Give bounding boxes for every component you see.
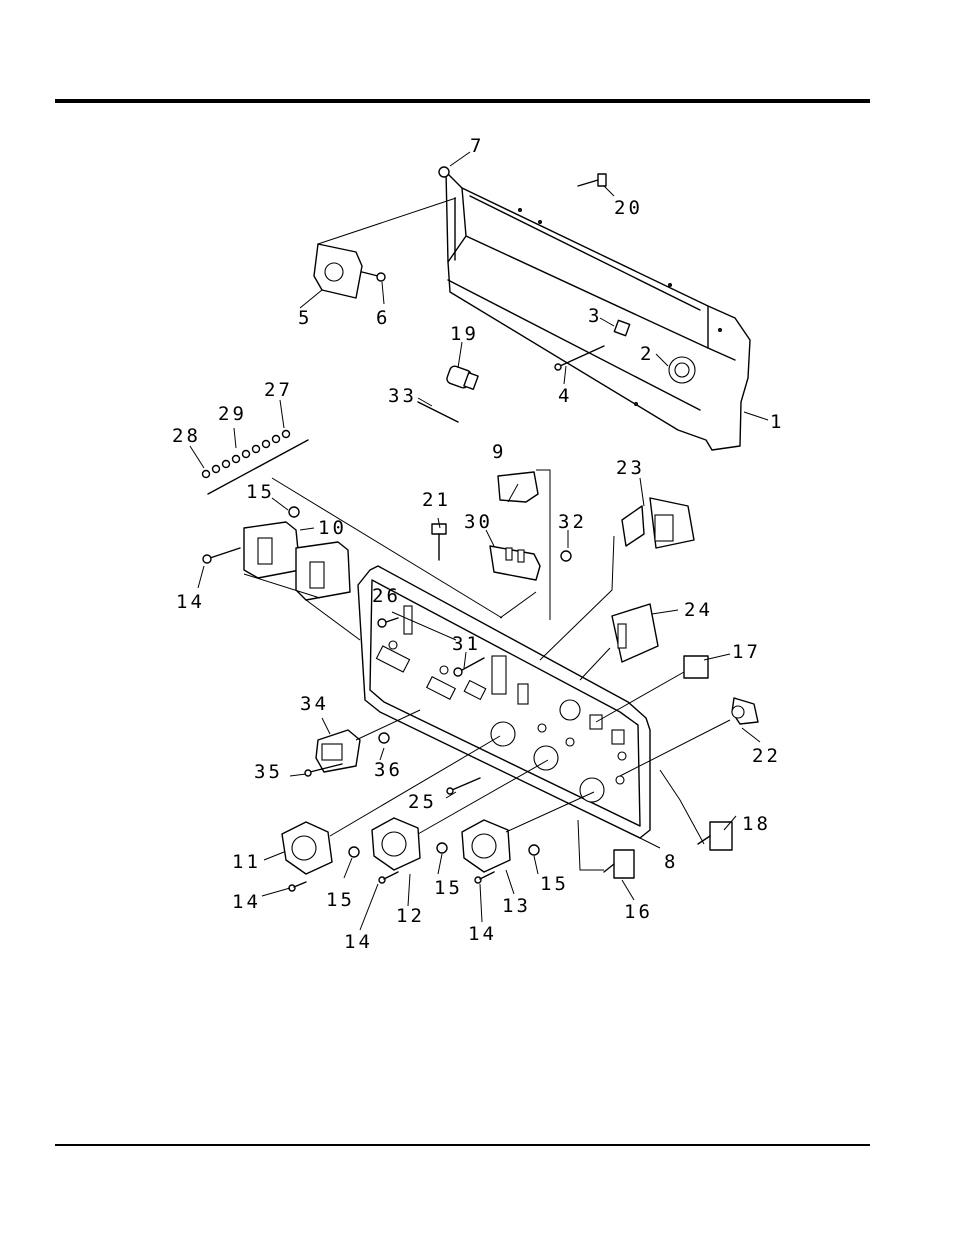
callout-1: 1 [770, 411, 784, 433]
callout-21: 21 [422, 489, 451, 511]
callout-33: 33 [388, 385, 417, 407]
callout-18: 18 [742, 813, 771, 835]
callout-4: 4 [558, 385, 572, 407]
callout-6: 6 [376, 307, 390, 329]
callout-26: 26 [372, 585, 401, 607]
callout-17: 17 [732, 641, 761, 663]
callout-32: 32 [558, 511, 587, 533]
callout-10: 10 [318, 517, 347, 539]
callout-29: 29 [218, 403, 247, 425]
callout-15-b: 15 [326, 889, 355, 911]
callout-7: 7 [470, 135, 484, 157]
callout-35: 35 [254, 761, 283, 783]
callout-22: 22 [752, 745, 781, 767]
callout-25: 25 [408, 791, 437, 813]
callout-20: 20 [614, 197, 643, 219]
callout-12: 12 [396, 905, 425, 927]
callout-15-c: 15 [434, 877, 463, 899]
callout-14-c: 14 [344, 931, 373, 953]
callout-13: 13 [502, 895, 531, 917]
callout-34: 34 [300, 693, 329, 715]
callout-15-d: 15 [540, 873, 569, 895]
callout-9: 9 [492, 441, 506, 463]
callout-36: 36 [374, 759, 403, 781]
callout-14-d: 14 [468, 923, 497, 945]
callout-11: 11 [232, 851, 261, 873]
callout-31: 31 [452, 633, 481, 655]
callout-27: 27 [264, 379, 293, 401]
callout-23: 23 [616, 457, 645, 479]
callout-14-b: 14 [232, 891, 261, 913]
callout-24: 24 [684, 599, 713, 621]
callout-2: 2 [640, 343, 654, 365]
callout-19: 19 [450, 323, 479, 345]
callout-5: 5 [298, 307, 312, 329]
callout-14-a: 14 [176, 591, 205, 613]
callout-3: 3 [588, 305, 602, 327]
control-panel [358, 566, 650, 838]
callout-8: 8 [664, 851, 678, 873]
callout-16: 16 [624, 901, 653, 923]
callout-28: 28 [172, 425, 201, 447]
callout-30: 30 [464, 511, 493, 533]
callout-15-a: 15 [246, 481, 275, 503]
